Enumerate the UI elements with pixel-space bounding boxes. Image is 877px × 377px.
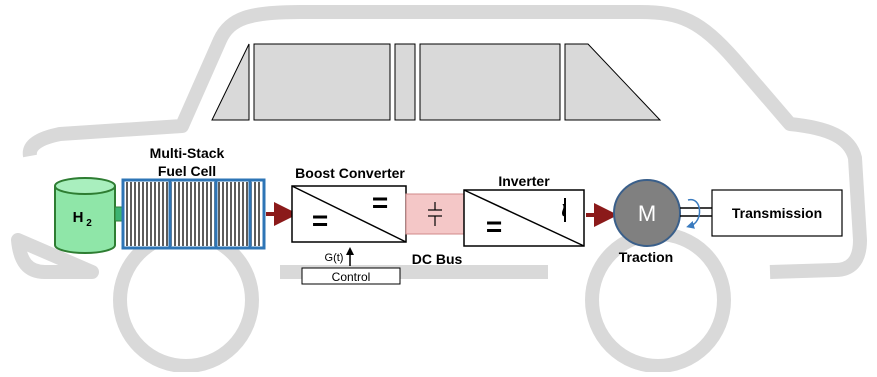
h2-subscript: 2 bbox=[86, 218, 92, 229]
control-signal-label: G(t) bbox=[325, 252, 344, 264]
dc-bus-box bbox=[405, 193, 465, 235]
motor-title: Traction bbox=[619, 249, 673, 265]
inverter: Inverter = ~ bbox=[463, 173, 585, 247]
cylinder-tank-icon bbox=[54, 186, 116, 254]
inverter-diagonal bbox=[463, 189, 585, 247]
dc-bus: DC Bus bbox=[405, 193, 465, 267]
transmission: Transmission bbox=[711, 189, 843, 237]
transmission-box bbox=[711, 189, 843, 237]
tank-top bbox=[54, 177, 116, 195]
dc-bus-title: DC Bus bbox=[412, 251, 463, 267]
control-box bbox=[301, 267, 401, 285]
inverter-ac-symbol: ~ bbox=[550, 203, 577, 217]
boost-dc-out-symbol: = bbox=[372, 187, 388, 218]
rotation-arrow-icon bbox=[686, 199, 701, 229]
h2-label: H bbox=[73, 209, 84, 226]
inverter-dc-symbol: = bbox=[486, 211, 502, 242]
traction-motor: M Traction bbox=[613, 179, 681, 265]
control-title: Control bbox=[332, 270, 371, 284]
boost-converter-title: Boost Converter bbox=[295, 165, 405, 181]
window-pillar bbox=[394, 43, 416, 121]
motor-shaft bbox=[680, 199, 712, 229]
window-front-door bbox=[253, 43, 391, 121]
boost-converter: Boost Converter = = bbox=[291, 165, 407, 243]
control-block: G(t) Control bbox=[301, 247, 401, 285]
h2-tank: H 2 bbox=[54, 177, 116, 254]
fuel-cell-stack: Multi-Stack Fuel Cell bbox=[121, 145, 266, 250]
boost-dc-in-symbol: = bbox=[312, 205, 328, 236]
front-wheel bbox=[113, 227, 259, 373]
capacitor-icon bbox=[428, 202, 442, 226]
boost-diagonal bbox=[291, 185, 407, 243]
window-front bbox=[211, 43, 250, 121]
window-rear bbox=[564, 43, 662, 121]
fuel-cell-title-line2: Fuel Cell bbox=[158, 163, 216, 179]
fuel-cell-title-line1: Multi-Stack bbox=[150, 145, 225, 161]
fuel-cell-plates bbox=[126, 182, 260, 246]
inverter-title: Inverter bbox=[498, 173, 550, 189]
window-rear-door bbox=[419, 43, 561, 121]
car-windows bbox=[211, 43, 662, 121]
motor-symbol: M bbox=[638, 201, 656, 226]
motor-circle-icon bbox=[613, 179, 681, 247]
transmission-title: Transmission bbox=[732, 205, 822, 221]
